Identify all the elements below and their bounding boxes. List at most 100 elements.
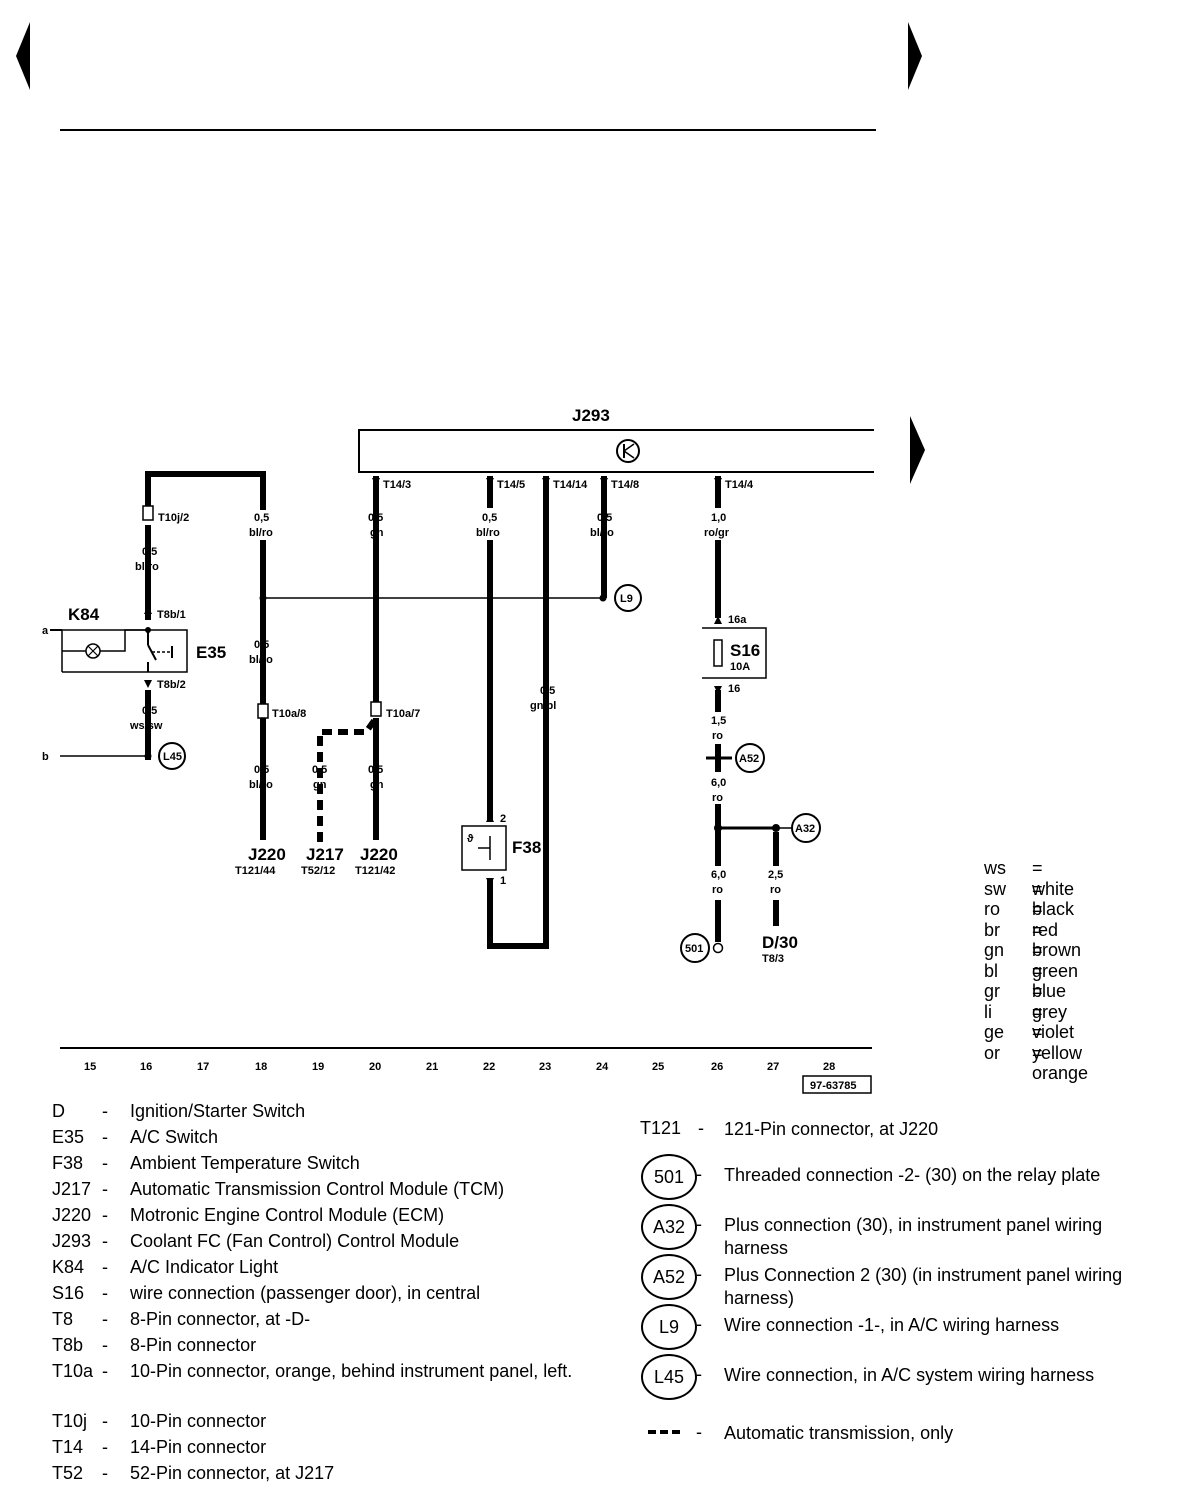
legend-item-t121: T121-121-Pin connector, at J220 [640,1118,939,1139]
legend-item: S16- wire connection (passenger door), i… [52,1283,481,1303]
ground-circle-a52: A52 [735,743,765,773]
svg-text:24: 24 [596,1061,609,1073]
circle-a52-icon: A52 [641,1254,697,1300]
f38-ambient-switch: ϑ F38 2 1 [461,813,541,887]
legend-item-l9: L9-Wire connection -1-, in A/C wiring ha… [640,1304,1180,1364]
svg-text:E35: E35 [196,643,226,662]
svg-text:21: 21 [426,1061,438,1073]
connector-t14-3: T14/3 [383,479,411,491]
circle-l45-icon: L45 [641,1354,697,1400]
wire-size-label: 0,5 [142,546,157,558]
legend-item: T14-14-Pin connector [52,1437,267,1457]
svg-text:20: 20 [369,1061,381,1073]
connector-t10a-7: T10a/7 [386,708,420,720]
wire-color-label: bl/ro [249,654,273,666]
legend-item: T8b-8-Pin connector [52,1335,257,1355]
connector-t10j-2: T10j/2 [158,512,189,524]
transistor-icon [616,439,640,463]
wire-size-label: 2,5 [768,869,783,881]
connection-legend: T121-121-Pin connector, at J220 501-Thre… [640,1118,1180,1452]
svg-text:18: 18 [255,1061,267,1073]
circle-l9-icon: L9 [641,1304,697,1350]
e35-ac-switch: K84 E35 a [42,605,226,673]
wire-color-label: bl/ro [249,527,273,539]
connector-t8b-1: T8b/1 [157,609,186,621]
wire-color-label: gn [370,779,384,791]
wire-color-label: ro/gr [704,527,730,539]
dashed-line-icon [648,1430,680,1434]
component-j220-b: J220 [360,845,398,864]
diagram-ref: 97-63785 [810,1080,857,1092]
component-j217: J217 [306,845,344,864]
ground-circle-501: 501 [680,933,710,963]
svg-text:S16: S16 [730,641,760,660]
svg-text:L9: L9 [620,593,633,605]
legend-item: E35-A/C Switch [52,1127,219,1147]
svg-text:23: 23 [539,1061,551,1073]
svg-text:16: 16 [728,683,740,695]
svg-text:b: b [42,751,49,763]
ground-circle-a32: A32 [791,813,821,843]
wire-size-label: 0,5 [254,512,269,524]
legend-item: F38-Ambient Temperature Switch [52,1153,360,1173]
wiring-diagram: J293 T14/3 T14/5 T14/14 T14/8 T14/4 0,5 … [16,22,925,1094]
wire-size-label: 6,0 [711,777,726,789]
component-d30: D/30 [762,933,798,952]
prev-page-arrow-icon[interactable] [16,22,30,90]
legend-item-a52: A52-Plus Connection 2 (30) (in instrumen… [640,1254,1180,1314]
svg-text:28: 28 [823,1061,835,1073]
svg-text:19: 19 [312,1061,324,1073]
svg-text:22: 22 [483,1061,495,1073]
svg-text:A32: A32 [795,823,815,835]
wire-size-label: 1,0 [711,512,726,524]
wire-color-label: bl/ro [135,561,159,573]
wire-size-label: 6,0 [711,869,726,881]
wire-size-label: 0,5 [254,764,269,776]
wire-color-label: gn/bl [530,700,556,712]
legend-item-a32: A32-Plus connection (30), in instrument … [640,1204,1180,1264]
svg-text:2: 2 [500,813,506,825]
wire-size-label: 0,5 [254,639,269,651]
wire-color-label: gn [313,779,327,791]
svg-text:10A: 10A [730,661,750,673]
connector-t14-4: T14/4 [725,479,754,491]
svg-text:A52: A52 [739,753,759,765]
next-page-arrow-icon[interactable] [908,22,922,90]
svg-text:25: 25 [652,1061,664,1073]
connector-t14-8: T14/8 [611,479,639,491]
wire-color-label: bl/ro [590,527,614,539]
wire-color-label: ws/sw [129,720,163,732]
legend-item: T10a-10-Pin connector, orange, behind in… [52,1361,573,1381]
j220-b-pin: T121/42 [355,865,395,877]
legend-item: T8-8-Pin connector, at -D- [52,1309,311,1329]
connector-t8b-2: T8b/2 [157,679,186,691]
svg-text:a: a [42,625,49,637]
legend-item: K84-A/C Indicator Light [52,1257,279,1277]
wire-color-label: ro [712,730,723,742]
s16-fuse: S16 10A 16a 16 [702,614,767,695]
svg-text:L45: L45 [163,751,182,763]
ground-circle-l9: L9 [614,584,642,612]
connector-t10a-8: T10a/8 [272,708,306,720]
component-legend: D-Ignition/Starter Switch E35-A/C Switch… [52,1100,612,1488]
j217-pin: T52/12 [301,865,335,877]
svg-text:26: 26 [711,1061,723,1073]
wire-size-label: 0,5 [368,512,383,524]
d30-pin: T8/3 [762,953,784,965]
continue-arrow-icon[interactable] [910,416,925,484]
svg-text:501: 501 [685,943,703,955]
legend-item-501: 501-Threaded connection -2- (30) on the … [640,1154,1180,1214]
wire-color-label: ro [712,792,723,804]
svg-text:1: 1 [500,875,506,887]
circle-501-icon: 501 [641,1154,697,1200]
wire-color-label: ro [712,884,723,896]
legend-item: D-Ignition/Starter Switch [52,1101,306,1121]
svg-text:17: 17 [197,1061,209,1073]
wire-color-label: gn [370,527,384,539]
wire-color-label: bl/ro [476,527,500,539]
svg-text:F38: F38 [512,838,541,857]
legend-item-automatic: -Automatic transmission, only [640,1422,1180,1452]
j293-module: J293 [358,406,874,473]
j220-a-pin: T121/44 [235,865,276,877]
connector-t14-14: T14/14 [553,479,588,491]
